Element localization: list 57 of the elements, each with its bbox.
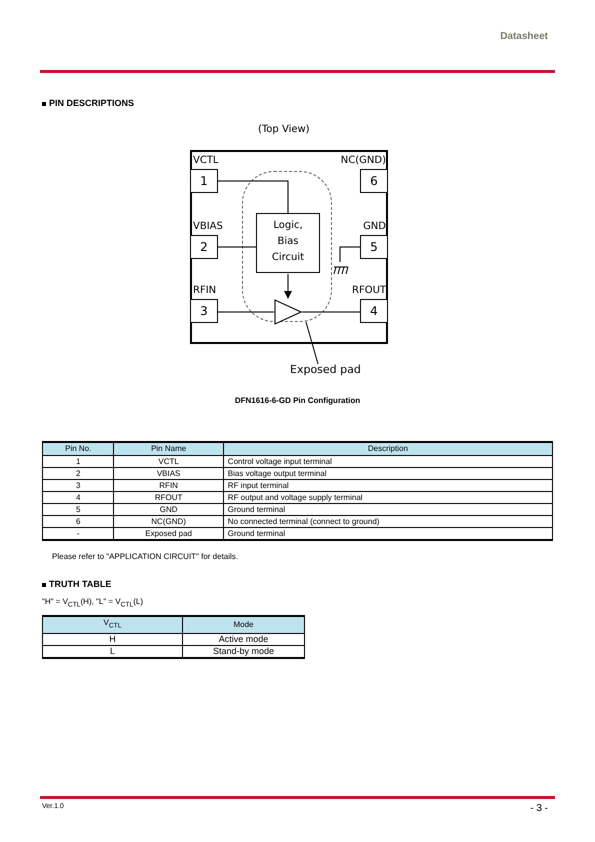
table-cell: H (42, 633, 182, 646)
pin-label: NC(GND) (340, 155, 386, 166)
header-cell: Mode (182, 616, 304, 634)
figure-caption: DFN1616-6-GD Pin Configuration (234, 396, 362, 405)
view-caption: (Top View) (258, 124, 310, 135)
table-cell: Control voltage input terminal (223, 456, 552, 468)
pin-box: 6 (360, 169, 388, 193)
pin-box: 5 (360, 235, 388, 259)
amplifier-triangle (274, 299, 302, 325)
table-cell: L (42, 645, 182, 658)
pin-box: 2 (190, 235, 218, 259)
page-number: - 3 - (530, 803, 548, 814)
definition-text: "H" = V$_{CTL}$(H), "L" = V$_{CTL}$(L) (42, 597, 143, 609)
pin-label: RFIN (193, 285, 216, 296)
table-cell: Ground terminal (223, 504, 552, 516)
section-heading: PIN DESCRIPTIONS (49, 98, 134, 108)
table-cell: VCTL (114, 456, 224, 468)
table-cell: NC(GND) (114, 516, 224, 528)
leader-line (306, 322, 318, 364)
wire (340, 246, 362, 262)
pin-label: VBIAS (193, 221, 223, 232)
exposed-pad-outline (242, 171, 332, 322)
pin-box: 4 (360, 299, 388, 323)
section-heading: TRUTH TABLE (49, 579, 112, 589)
header-cell: V$_{CTL}$ (42, 616, 182, 634)
logic-block: Logic, Bias Circuit (256, 213, 320, 273)
header-cell: Description (223, 442, 552, 456)
table-cell: - (42, 528, 114, 540)
wire (218, 180, 288, 214)
callout-text: Exposed pad (290, 363, 370, 379)
table-cell: RF output and voltage supply terminal (223, 492, 552, 504)
package-outline (190, 150, 388, 344)
wire (218, 246, 256, 248)
table-cell: GND (114, 504, 224, 516)
pin-box: 3 (190, 299, 218, 323)
table-cell: RF input terminal (223, 480, 552, 492)
table-cell: 6 (42, 516, 114, 528)
header-text: Datasheet (500, 31, 548, 42)
table-cell: 5 (42, 504, 114, 516)
table-cell: Bias voltage output terminal (223, 468, 552, 480)
pin-label: RFOUT (352, 285, 386, 296)
arrow (284, 274, 292, 299)
pin-label: VCTL (193, 155, 219, 166)
table-cell: RFIN (114, 480, 224, 492)
header-cell: Pin No. (42, 442, 114, 456)
pin-box: 1 (190, 169, 218, 193)
table-cell: 4 (42, 492, 114, 504)
table-cell: VBIAS (114, 468, 224, 480)
note-text: Please refer to "APPLICATION CIRCUIT" for details. (52, 552, 238, 561)
header-cell: Pin Name (114, 442, 224, 456)
table-cell: No connected terminal (connect to ground) (223, 516, 552, 528)
table-cell: 1 (42, 456, 114, 468)
table-cell: RFOUT (114, 492, 224, 504)
pin-label: GND (363, 221, 386, 232)
table-cell: Active mode (182, 633, 304, 646)
table-cell: 3 (42, 480, 114, 492)
table-cell: 2 (42, 468, 114, 480)
